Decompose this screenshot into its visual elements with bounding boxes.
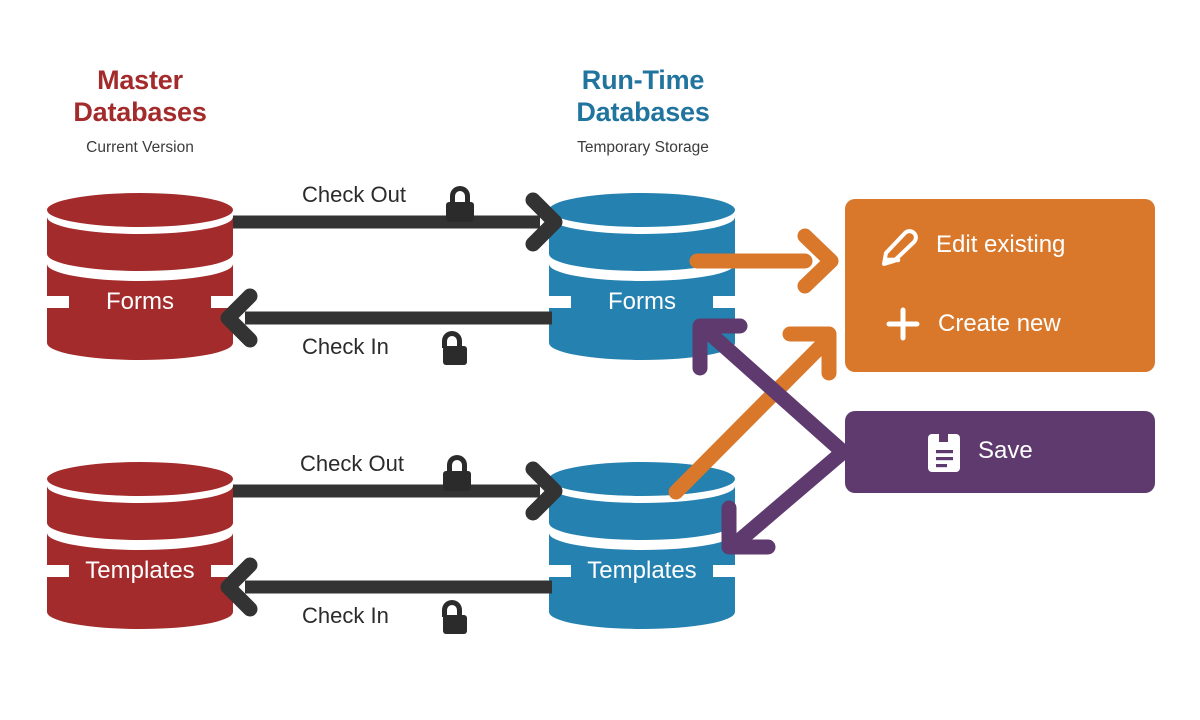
lock-closed-icon — [446, 186, 474, 222]
master-databases-title: Master Databases — [20, 64, 260, 128]
cylinder-label-runtime-forms: Forms — [608, 288, 676, 315]
arrow-save-to-forms — [692, 318, 851, 460]
arrow-forms-check-in — [228, 296, 552, 340]
flow-label-templates-check-out: Check Out — [300, 451, 404, 476]
cylinder-master-templates — [47, 462, 233, 629]
plus-icon — [886, 307, 920, 341]
lock-open-icon — [442, 600, 467, 634]
save-panel[interactable] — [845, 411, 1155, 493]
flow-label-templates-check-in: Check In — [302, 603, 389, 628]
lock-open-icon — [442, 331, 467, 365]
flow-label-forms-check-out: Check Out — [302, 182, 406, 207]
lock-closed-icon — [443, 455, 471, 491]
arrow-forms-to-edit — [689, 228, 839, 294]
create-new-label[interactable]: Create new — [938, 310, 1061, 337]
runtime-databases-title: Run-Time Databases — [523, 64, 763, 128]
cylinder-label-runtime-templates: Templates — [587, 557, 697, 584]
runtime-databases-subtitle: Temporary Storage — [577, 139, 709, 156]
runtime-title-line2: Databases — [576, 97, 710, 127]
cylinder-master-forms — [47, 193, 233, 360]
cylinder-runtime-templates — [549, 462, 735, 629]
cylinder-label-master-templates: Templates — [85, 557, 195, 584]
flow-label-forms-check-in: Check In — [302, 334, 389, 359]
arrow-save-to-templates — [721, 444, 851, 555]
arrow-templates-check-out — [233, 469, 555, 513]
master-title-line2: Databases — [73, 97, 207, 127]
edit-existing-label[interactable]: Edit existing — [936, 231, 1066, 258]
arrow-templates-to-edit — [668, 326, 837, 500]
arrow-forms-check-out — [233, 200, 555, 244]
arrow-templates-check-in — [228, 565, 552, 609]
master-title-line1: Master — [97, 65, 183, 95]
runtime-title-line1: Run-Time — [581, 65, 705, 95]
master-databases-subtitle: Current Version — [86, 139, 194, 156]
pencil-icon — [882, 229, 918, 266]
cylinder-label-master-forms: Forms — [106, 288, 174, 315]
edit-panel[interactable] — [845, 199, 1155, 372]
save-label[interactable]: Save — [978, 437, 1033, 464]
save-disk-icon — [928, 432, 960, 472]
